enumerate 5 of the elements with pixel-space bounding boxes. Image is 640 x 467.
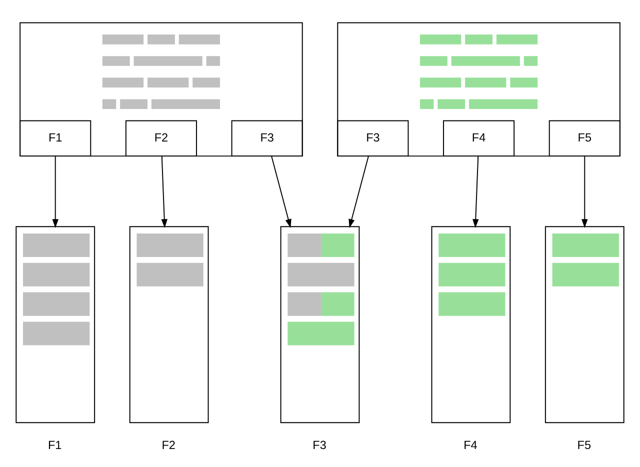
node-label: F2 [162,438,176,452]
node-label: F5 [577,438,592,452]
node-label: F1 [48,438,62,452]
node-label: F4 [464,438,478,452]
node-label: F3 [312,438,326,452]
